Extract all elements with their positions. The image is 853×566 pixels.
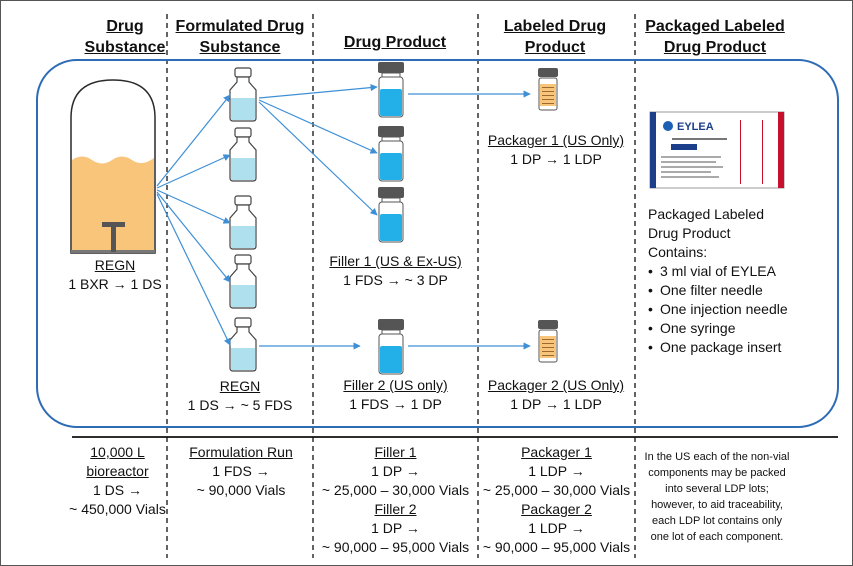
filler2-ratio: 1 FDS → 1 DP: [349, 396, 442, 412]
packager2-name: Packager 2 (US Only): [487, 377, 625, 393]
footer-col4-title1: Packager 1: [521, 444, 592, 460]
flow-arrow: [156, 193, 231, 346]
packager2-label: Packager 2 (US Only) 1 DP → 1 LDP: [481, 376, 631, 414]
filler1-name: Filler 1 (US & Ex-US): [329, 253, 462, 269]
ds-label: REGN 1 BXR → 1 DS: [60, 256, 170, 294]
header-labeled-drug-product: Labeled Drug Product: [480, 16, 630, 58]
flow-arrow: [156, 94, 231, 187]
header-drug-substance: Drug Substance: [70, 16, 180, 58]
footer-col3-line4: ~ 90,000 – 95,000 Vials: [321, 539, 470, 555]
process-outline: [36, 59, 839, 428]
fds-bottle-icon: [229, 127, 257, 182]
fds-vials: [229, 67, 257, 372]
contents-item: One injection needle: [648, 300, 793, 319]
ds-name: REGN: [94, 257, 136, 273]
footer-col1-line1: 1 DS →: [92, 482, 142, 498]
fds-bottle-icon: [229, 254, 257, 309]
fds-label: REGN 1 DS → ~ 5 FDS: [175, 377, 305, 415]
flow-arrow: [156, 191, 231, 283]
package-brand: EYLEA: [677, 121, 714, 133]
footer-col4-line1: 1 LDP →: [528, 463, 585, 479]
ldp-vial-icon: [538, 320, 558, 363]
footer-col4-line3: 1 LDP →: [528, 520, 585, 536]
packager1-name: Packager 1 (US Only): [487, 132, 625, 148]
header-pldp-line1: Packaged Labeled: [645, 18, 785, 35]
ds-ratio: 1 BXR → 1 DS: [68, 276, 162, 292]
eylea-package-icon: EYLEA: [649, 111, 785, 189]
fds-name: REGN: [219, 378, 261, 394]
bioreactor-icon: [70, 79, 156, 254]
header-drug-substance-line2: Substance: [84, 39, 166, 56]
flow-arrows: [156, 84, 531, 350]
footer-col3-title1: Filler 1: [374, 444, 417, 460]
ldp-vials: [538, 68, 558, 363]
packager1-ratio: 1 DP → 1 LDP: [510, 151, 602, 167]
filler1-ratio: 1 FDS → ~ 3 DP: [343, 272, 448, 288]
footer-col5-note: In the US each of the non-vial component…: [644, 451, 790, 543]
footer-col3-line3: 1 DP →: [371, 520, 420, 536]
packager2-ratio: 1 DP → 1 LDP: [510, 396, 602, 412]
contents-title-line1: Packaged Labeled: [648, 206, 764, 222]
footer-col2-line2: ~ 90,000 Vials: [196, 482, 286, 498]
footer-col4-line4: ~ 90,000 – 95,000 Vials: [482, 539, 631, 555]
package-contents: Packaged Labeled Drug Product Contains: …: [648, 205, 793, 357]
flow-arrow: [258, 84, 378, 99]
packager1-label: Packager 1 (US Only) 1 DP → 1 LDP: [481, 131, 631, 169]
filler2-name: Filler 2 (US only): [343, 377, 448, 393]
fds-ratio: 1 DS → ~ 5 FDS: [187, 397, 293, 413]
header-fds-line1: Formulated Drug: [175, 18, 305, 35]
contents-list: 3 ml vial of EYLEA One filter needle One…: [648, 262, 793, 357]
header-drug-substance-line1: Drug: [106, 18, 144, 35]
footer-col2-line1: 1 FDS →: [212, 463, 270, 479]
dp-vial-icon: [378, 319, 404, 375]
header-pldp-line2: Drug Product: [663, 39, 767, 56]
header-packaged-labeled-drug-product: Packaged Labeled Drug Product: [640, 16, 790, 58]
header-drug-product: Drug Product: [325, 32, 465, 53]
footer-col1-title1: 10,000 L: [90, 444, 145, 460]
header-formulated-drug-substance: Formulated Drug Substance: [170, 16, 310, 58]
footer-col4-title2: Packager 2: [521, 501, 592, 517]
filler2-label: Filler 2 (US only) 1 FDS → 1 DP: [318, 376, 473, 414]
header-drug-product-line1: Drug Product: [343, 34, 447, 51]
column-separators: [166, 14, 636, 558]
footer-col2-title: Formulation Run: [189, 444, 293, 460]
fds-bottle-icon: [229, 195, 257, 250]
footer-col3: Filler 1 1 DP → ~ 25,000 – 30,000 Vials …: [313, 443, 478, 557]
footer-col1-line2: ~ 450,000 Vials: [69, 501, 166, 517]
footer-col3-line1: 1 DP →: [371, 463, 420, 479]
filler1-label: Filler 1 (US & Ex-US) 1 FDS → ~ 3 DP: [318, 252, 473, 290]
flow-arrow: [156, 189, 231, 224]
contents-item: One syringe: [648, 319, 793, 338]
fds-bottle-icon: [229, 67, 257, 122]
contents-item: 3 ml vial of EYLEA: [648, 262, 793, 281]
footer-col3-line2: ~ 25,000 – 30,000 Vials: [321, 482, 470, 498]
ldp-vial-icon: [538, 68, 558, 111]
flow-arrow: [156, 154, 231, 189]
footer-col1-title2: bioreactor: [86, 463, 149, 479]
contents-item: One filter needle: [648, 281, 793, 300]
contents-title-line3: Contains:: [648, 244, 708, 260]
flow-arrow: [258, 101, 378, 216]
footer-col1: 10,000 L bioreactor 1 DS → ~ 450,000 Via…: [55, 443, 180, 519]
footer-col4-line2: ~ 25,000 – 30,000 Vials: [482, 482, 631, 498]
footer-col4: Packager 1 1 LDP → ~ 25,000 – 30,000 Via…: [474, 443, 639, 557]
header-ldp-line1: Labeled Drug: [503, 18, 607, 35]
header-fds-line2: Substance: [199, 39, 281, 56]
contents-title-line2: Drug Product: [648, 225, 731, 241]
footer-col2: Formulation Run 1 FDS → ~ 90,000 Vials: [172, 443, 310, 500]
dp-vial-icon: [378, 187, 404, 243]
fds-bottle-icon: [229, 317, 257, 372]
header-ldp-line2: Product: [524, 39, 586, 56]
footer-col3-title2: Filler 2: [374, 501, 417, 517]
dp-vial-icon: [378, 126, 404, 182]
flow-arrow: [258, 99, 378, 154]
dp-vial-icon: [378, 62, 404, 118]
contents-item: One package insert: [648, 338, 793, 357]
dp-vials: [378, 62, 404, 375]
